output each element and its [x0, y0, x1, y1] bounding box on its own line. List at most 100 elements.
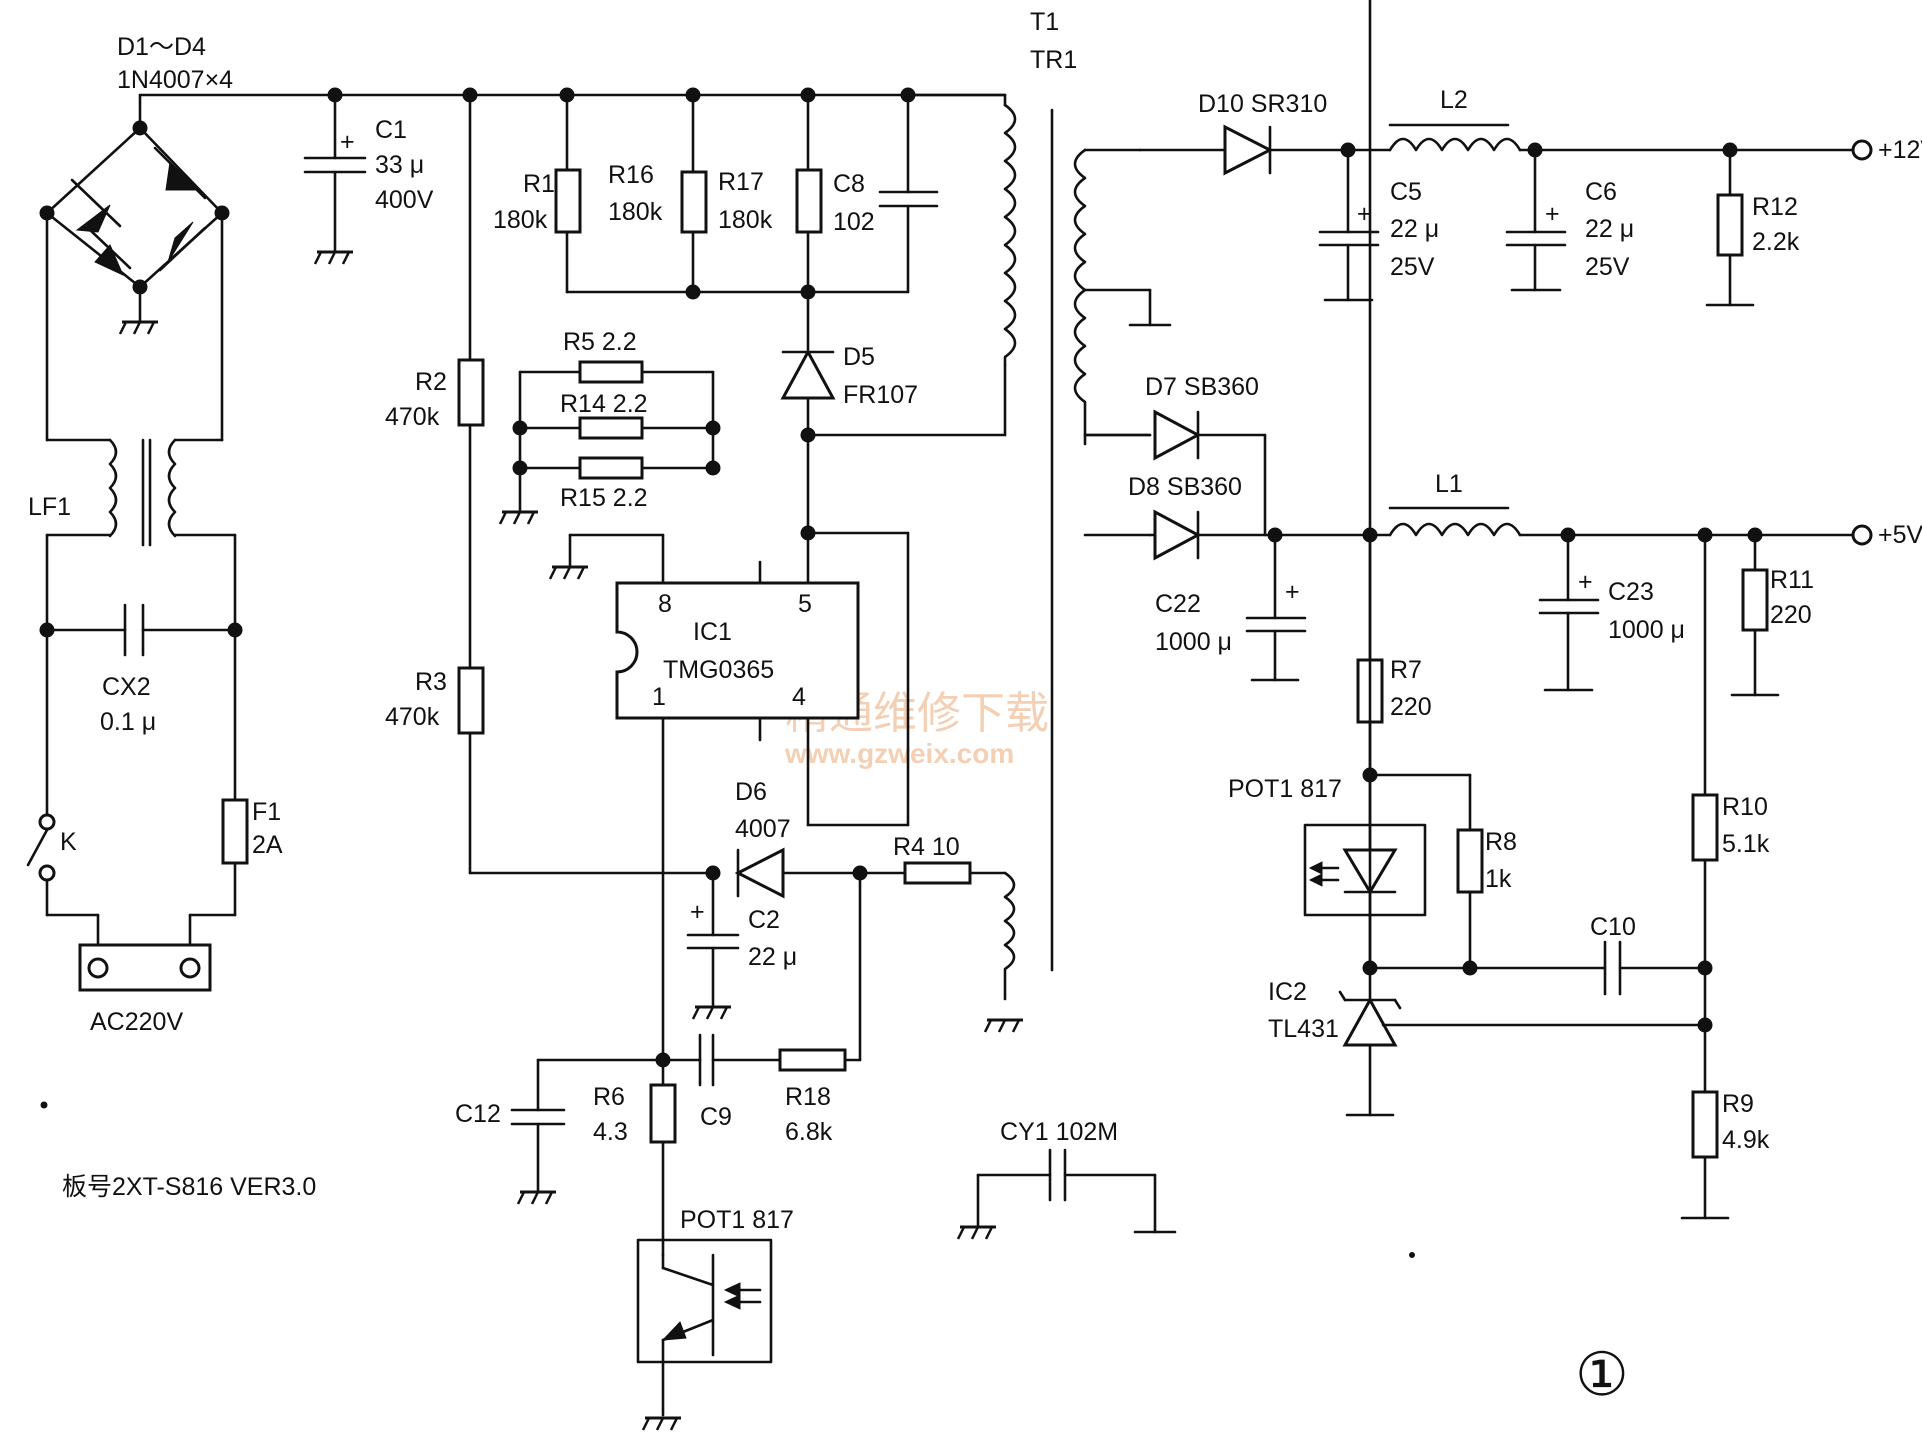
r18-value: 6.8k [785, 1118, 833, 1146]
r15-label: R15 2.2 [560, 484, 648, 512]
c8-label: C8 [833, 170, 865, 198]
cx2-value: 0.1 μ [100, 708, 156, 736]
resistor-r9 [1691, 1090, 1719, 1159]
ic1-pin1: 1 [652, 683, 666, 711]
resistor-r17 [795, 168, 823, 234]
t1-secondary-winding [1073, 148, 1087, 446]
resistor-r10 [1691, 793, 1719, 862]
resistor-r6 [649, 1083, 677, 1144]
r11-label: R11 [1770, 566, 1814, 594]
diode-d10 [1223, 124, 1274, 176]
r10-label: R10 [1722, 793, 1768, 821]
c1-value-2: 400V [375, 186, 434, 214]
bridge-diode-1 [70, 178, 122, 233]
output-12v-label: +12V [1878, 136, 1922, 164]
t1-aux-winding [1003, 871, 1016, 1001]
r12-value: 2.2k [1752, 228, 1800, 256]
diode-d5 [780, 348, 836, 400]
fuse-f1 [221, 798, 249, 865]
resistor-r18 [778, 1048, 847, 1072]
inductor-l2 [1388, 137, 1522, 152]
c9-label: C9 [700, 1103, 732, 1131]
r16-value: 180k [608, 198, 663, 226]
c5-value-2: 25V [1390, 253, 1435, 281]
r4-label: R4 10 [893, 833, 960, 861]
ic1-pin5: 5 [798, 590, 812, 618]
r1-value: 180k [493, 206, 548, 234]
c22-value: 1000 μ [1155, 628, 1232, 656]
bridge-diode-3 [86, 226, 132, 277]
bridge-diode-2 [153, 146, 207, 200]
lf1-label: LF1 [28, 493, 71, 521]
d5-value: FR107 [843, 381, 918, 409]
c10-label: C10 [1590, 913, 1636, 941]
r14-label: R14 2.2 [560, 390, 648, 418]
resistor-r1 [554, 168, 582, 234]
pot1-led-box [1303, 823, 1427, 917]
r18-label: R18 [785, 1083, 831, 1111]
ic2-label: IC2 [1268, 978, 1307, 1006]
resistor-r8 [1456, 828, 1484, 894]
d5-label: D5 [843, 343, 875, 371]
primary-section: + C1 33 μ 400V R2 470k R3 470k [303, 8, 1177, 1432]
r2-label: R2 [415, 368, 447, 396]
r17-value: 180k [718, 206, 773, 234]
resistor-r11 [1741, 568, 1769, 632]
r10-value: 5.1k [1722, 830, 1770, 858]
c2-label: C2 [748, 906, 780, 934]
figure-number: ① [1575, 1341, 1629, 1408]
ic2-part: TL431 [1268, 1015, 1339, 1043]
lf1-coil-right [167, 438, 237, 538]
c6-value-2: 25V [1585, 253, 1630, 281]
r8-label: R8 [1485, 828, 1517, 856]
f1-label: F1 [252, 798, 281, 826]
c6-value-1: 22 μ [1585, 215, 1634, 243]
switch-k-label: K [60, 828, 77, 856]
t1-primary-winding [1003, 103, 1017, 367]
d7-label: D7 SB360 [1145, 373, 1259, 401]
c23-label: C23 [1608, 578, 1654, 606]
board-number: 板号2XT-S816 VER3.0 [62, 1173, 316, 1201]
inductor-l1 [1388, 522, 1522, 537]
r1-label: R1 [523, 170, 555, 198]
r7-value: 220 [1390, 693, 1432, 721]
pot1-transistor-box [636, 1238, 773, 1364]
c2-value: 22 μ [748, 943, 797, 971]
d10-label: D10 SR310 [1198, 90, 1327, 118]
c1-value-1: 33 μ [375, 151, 424, 179]
ac-label: AC220V [90, 1008, 183, 1036]
cy1-label: CY1 102M [1000, 1118, 1118, 1146]
diode-d8 [1153, 509, 1202, 561]
resistor-r2 [457, 358, 485, 427]
r12-label: R12 [1752, 193, 1798, 221]
ic1-chip [615, 581, 860, 720]
c22-label: C22 [1155, 590, 1201, 618]
pot1-transistor-label: POT1 817 [680, 1206, 794, 1234]
r5-label: R5 2.2 [563, 328, 637, 356]
r8-value: 1k [1485, 865, 1512, 893]
l2-label: L2 [1440, 86, 1468, 114]
d1d4-part: 1N4007×4 [117, 66, 233, 94]
svg-text:+: + [1285, 578, 1300, 606]
watermark-url: www.gzweix.com [784, 738, 1014, 769]
f1-value: 2A [252, 831, 283, 859]
svg-text:+: + [1357, 200, 1372, 228]
resistor-r12 [1716, 193, 1744, 257]
r2-value: 470k [385, 403, 440, 431]
resistor-r15 [578, 456, 644, 480]
r9-value: 4.9k [1722, 1126, 1770, 1154]
resistor-r3 [457, 666, 485, 735]
r9-label: R9 [1722, 1090, 1754, 1118]
output-5v-label: +5V [1878, 521, 1922, 549]
pot1-led-label: POT1 817 [1228, 775, 1342, 803]
r6-label: R6 [593, 1083, 625, 1111]
ic2-tl431 [1342, 996, 1398, 1047]
svg-text:+: + [340, 128, 355, 156]
c6-label: C6 [1585, 178, 1617, 206]
diode-d7 [1153, 409, 1202, 461]
d6-value: 4007 [735, 815, 791, 843]
resistor-r16 [680, 170, 708, 234]
c23-value: 1000 μ [1608, 616, 1685, 644]
d6-label: D6 [735, 778, 767, 806]
ic1-part: TMG0365 [663, 656, 774, 684]
